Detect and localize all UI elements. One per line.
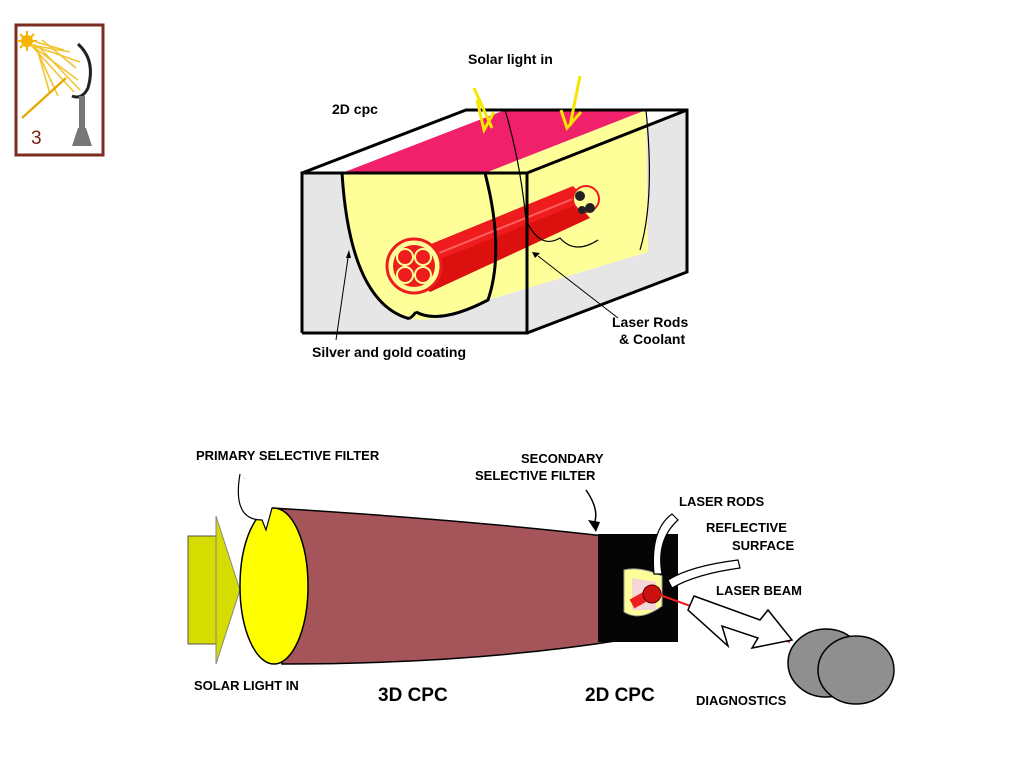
primary-filter [239, 507, 309, 665]
top-diagram: Solar light in 2D cpc Silver and gold co… [300, 51, 689, 360]
solar-input-block [187, 535, 217, 645]
laser-rod-end [642, 584, 662, 604]
coolant-label: & Coolant [619, 331, 685, 347]
diagnostics-label: DIAGNOSTICS [696, 693, 787, 708]
box-outline [300, 108, 689, 335]
cpc-2d-label: 2D cpc [332, 101, 378, 117]
rods-leader-line [537, 255, 619, 319]
cpc-3d-cone [271, 507, 623, 665]
coating-leader-line [335, 257, 349, 341]
slide-badge: 3 [14, 23, 105, 157]
solar-light-in-bottom-label: SOLAR LIGHT IN [194, 678, 299, 693]
tower-icon [72, 96, 92, 146]
primary-filter-label: PRIMARY SELECTIVE FILTER [196, 448, 380, 463]
laser-rods-bottom-label: LASER RODS [679, 494, 765, 509]
laser-rods-leader [652, 513, 679, 575]
sun-rays-icon [30, 39, 81, 97]
laser-beam-arrow [687, 595, 794, 650]
laser-beam-label: LASER BEAM [716, 583, 802, 598]
solar-light-in-label: Solar light in [468, 51, 553, 67]
solar-arrow-right [559, 75, 583, 131]
sun-icon [17, 31, 37, 51]
reflected-ray-icon [21, 77, 67, 119]
cpc-left-curve [340, 172, 418, 320]
coating-label: Silver and gold coating [312, 344, 466, 360]
rod-bundle-endface [385, 237, 443, 295]
slide-number: 3 [31, 128, 42, 149]
cpc-3d-label: 3D CPC [378, 685, 448, 706]
laser-rods-label: Laser Rods [612, 314, 688, 330]
reflective-label-2: SURFACE [732, 538, 794, 553]
secondary-filter-label-2: SELECTIVE FILTER [475, 468, 596, 483]
solar-arrow-left [472, 87, 496, 135]
cpc-2d-bottom-label: 2D CPC [585, 685, 655, 706]
diagnostics-device [787, 628, 895, 705]
solar-input-arrow [215, 515, 241, 665]
reflective-label-1: REFLECTIVE [706, 520, 787, 535]
secondary-filter-leader [585, 489, 597, 525]
secondary-filter-label-1: SECONDARY [521, 451, 604, 466]
cpc-back-curve [504, 109, 599, 248]
bottom-diagram: PRIMARY SELECTIVE FILTER SECONDARY SELEC… [187, 448, 895, 708]
reflective-surface-leader [667, 559, 741, 589]
cpc-right-curve [415, 172, 498, 318]
cpc-back-right-curve [639, 109, 650, 251]
dish-icon [71, 42, 92, 99]
